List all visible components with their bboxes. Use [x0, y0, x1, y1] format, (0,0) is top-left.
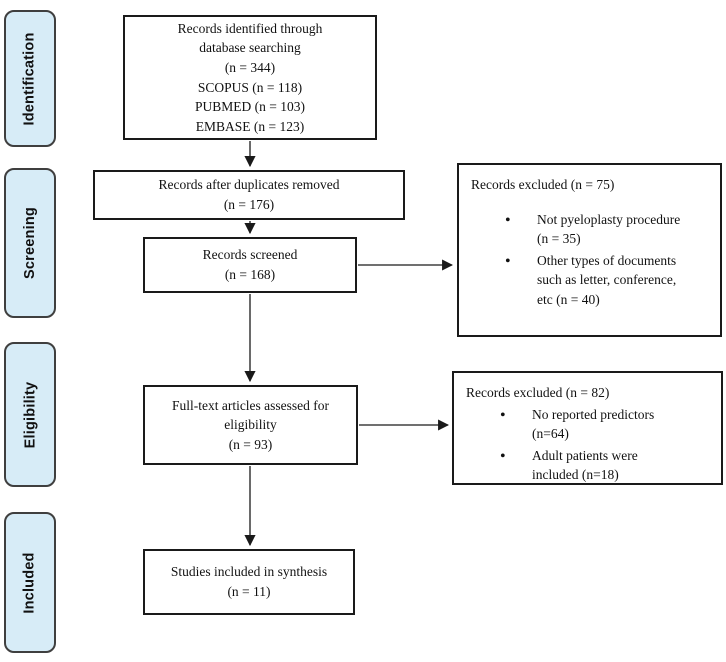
fulltext-assessed-text: Full-text articles assessed for eligibil… — [171, 397, 330, 452]
box-fulltext-assessed: Full-text articles assessed for eligibil… — [143, 385, 358, 465]
records-excluded-screening-title: Records excluded (n = 75) — [471, 177, 615, 192]
stage-eligibility: Eligibility — [4, 342, 56, 487]
stage-included-label: Included — [22, 551, 38, 614]
exclusion-reason: No reported predictors (n=64) — [466, 404, 709, 444]
duplicates-removed-text: Records after duplicates removed (n = 17… — [158, 177, 340, 212]
exclusion-reason: Not pyeloplasty procedure (n = 35) — [471, 209, 708, 249]
stage-screening-label: Screening — [22, 207, 39, 279]
stage-included: Included — [4, 512, 56, 653]
box-studies-included: Studies included in synthesis (n = 11) — [143, 549, 355, 615]
records-excluded-eligibility-title: Records excluded (n = 82) — [466, 385, 610, 400]
box-records-screened: Records screened (n = 168) — [143, 237, 357, 293]
box-records-excluded-screening: Records excluded (n = 75) Not pyeloplast… — [457, 163, 722, 337]
stage-identification-label: Identification — [22, 31, 38, 126]
studies-included-text: Studies included in synthesis (n = 11) — [170, 564, 328, 599]
records-excluded-eligibility-list: No reported predictors (n=64) Adult pati… — [466, 404, 709, 485]
records-excluded-screening-list: Not pyeloplasty procedure (n = 35) Other… — [471, 209, 708, 310]
exclusion-reason: Adult patients were included (n=18) — [466, 445, 709, 485]
box-records-excluded-eligibility: Records excluded (n = 82) No reported pr… — [452, 371, 723, 485]
exclusion-reason: Other types of documents such as letter,… — [471, 250, 708, 310]
records-screened-text: Records screened (n = 168) — [202, 247, 298, 282]
records-identified-text: Records identified through database sear… — [177, 20, 323, 134]
box-records-identified: Records identified through database sear… — [123, 15, 377, 140]
stage-identification: Identification — [4, 10, 56, 147]
stage-screening: Screening — [4, 168, 56, 318]
box-duplicates-removed: Records after duplicates removed (n = 17… — [93, 170, 405, 220]
stage-eligibility-label: Eligibility — [22, 381, 38, 448]
